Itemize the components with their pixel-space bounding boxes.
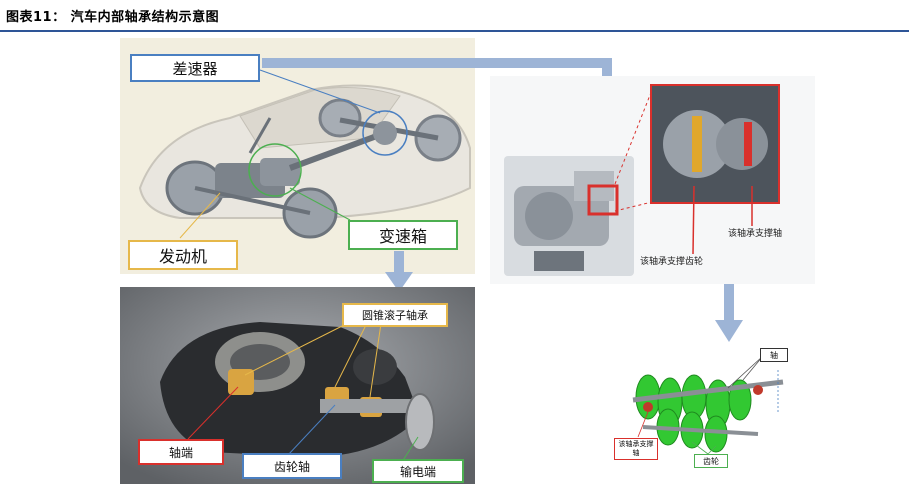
gearbox-photo [504,156,634,276]
tapered-roller-bearing-label: 圆锥滚子轴承 [342,303,448,327]
car-cutaway-panel: 差速器 变速箱 发动机 [120,38,475,274]
engine-label: 发动机 [128,240,238,270]
figure-title: 图表11： 汽车内部轴承结构示意图 [6,10,220,25]
title-divider [0,30,909,32]
output-end-label: 输电端 [372,459,464,483]
gearbox-panel: 该轴承支撑轴 该轴承支撑齿轮 [490,76,815,284]
gear-support-note: 该轴承支撑齿轮 [640,257,704,267]
connector-arrow-gears [724,284,734,322]
connector-arrow-shaft-down [602,58,612,88]
down-arrow-icon [385,272,413,292]
differential-panel: 圆锥滚子轴承 轴端 齿轮轴 输电端 [120,287,475,484]
differential-label: 差速器 [130,54,260,82]
car-cutaway-illustration [138,69,471,239]
gear-assembly-illustration [632,355,784,455]
down-arrow-icon [715,320,743,342]
gear-shaft-label: 齿轮轴 [242,453,342,479]
bearing-support-tag: 该轴承支撑轴 [614,438,658,460]
connector-arrow-gearbox [394,251,404,273]
connector-arrow-shaft [262,58,612,68]
gearbox-label: 变速箱 [348,220,458,250]
zoom-connector-lines [614,89,753,255]
gear-assembly-panel: 轴 该轴承支撑轴 齿轮 [608,342,808,474]
shaft-support-note: 该轴承支撑轴 [728,229,783,239]
gear-tag: 齿轮 [694,454,728,468]
shaft-end-label: 轴端 [138,439,224,465]
gearbox-detail-zoom [650,84,780,204]
gear-shaft-tag: 轴 [760,348,788,362]
